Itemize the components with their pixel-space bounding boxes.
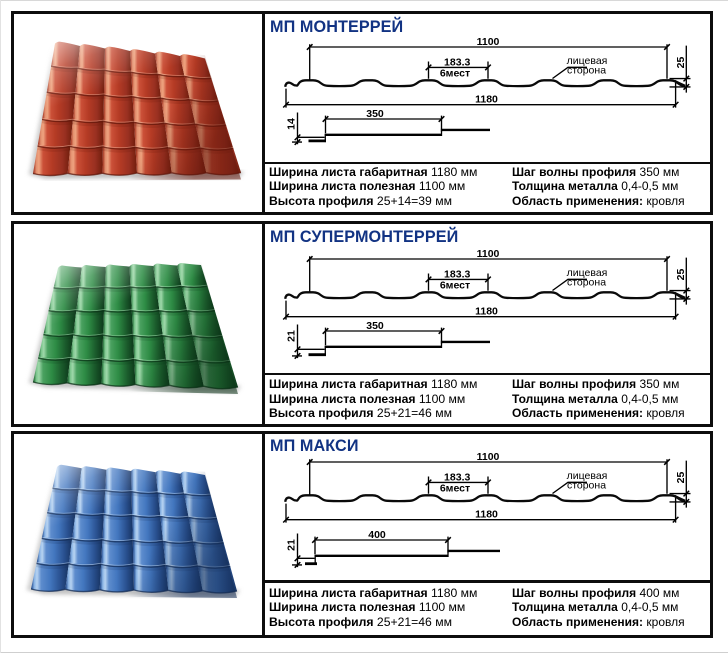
svg-text:сторона: сторона bbox=[566, 480, 605, 492]
svg-text:183.3: 183.3 bbox=[444, 268, 470, 280]
svg-text:183.3: 183.3 bbox=[444, 56, 470, 68]
svg-text:лицевая: лицевая bbox=[566, 267, 607, 279]
svg-text:1100: 1100 bbox=[476, 248, 499, 260]
svg-text:21: 21 bbox=[285, 539, 297, 551]
svg-text:1180: 1180 bbox=[475, 94, 498, 106]
svg-text:14: 14 bbox=[285, 118, 297, 130]
svg-text:6мест: 6мест bbox=[439, 279, 469, 291]
svg-text:25: 25 bbox=[675, 472, 687, 484]
svg-text:сторона: сторона bbox=[566, 65, 605, 77]
svg-text:1100: 1100 bbox=[476, 451, 499, 463]
svg-text:лицевая: лицевая bbox=[566, 55, 607, 67]
svg-text:1100: 1100 bbox=[476, 36, 499, 48]
svg-text:6мест: 6мест bbox=[439, 482, 469, 494]
svg-text:25: 25 bbox=[675, 269, 687, 281]
svg-text:400: 400 bbox=[368, 529, 386, 541]
svg-text:6мест: 6мест bbox=[439, 67, 469, 79]
svg-text:сторона: сторона bbox=[566, 277, 605, 289]
svg-text:лицевая: лицевая bbox=[566, 470, 607, 482]
svg-text:183.3: 183.3 bbox=[444, 471, 470, 483]
svg-text:21: 21 bbox=[285, 330, 297, 342]
svg-text:350: 350 bbox=[366, 108, 384, 120]
svg-text:25: 25 bbox=[675, 57, 687, 69]
svg-text:1180: 1180 bbox=[475, 306, 498, 318]
svg-text:1180: 1180 bbox=[475, 509, 498, 521]
svg-text:350: 350 bbox=[366, 320, 384, 332]
